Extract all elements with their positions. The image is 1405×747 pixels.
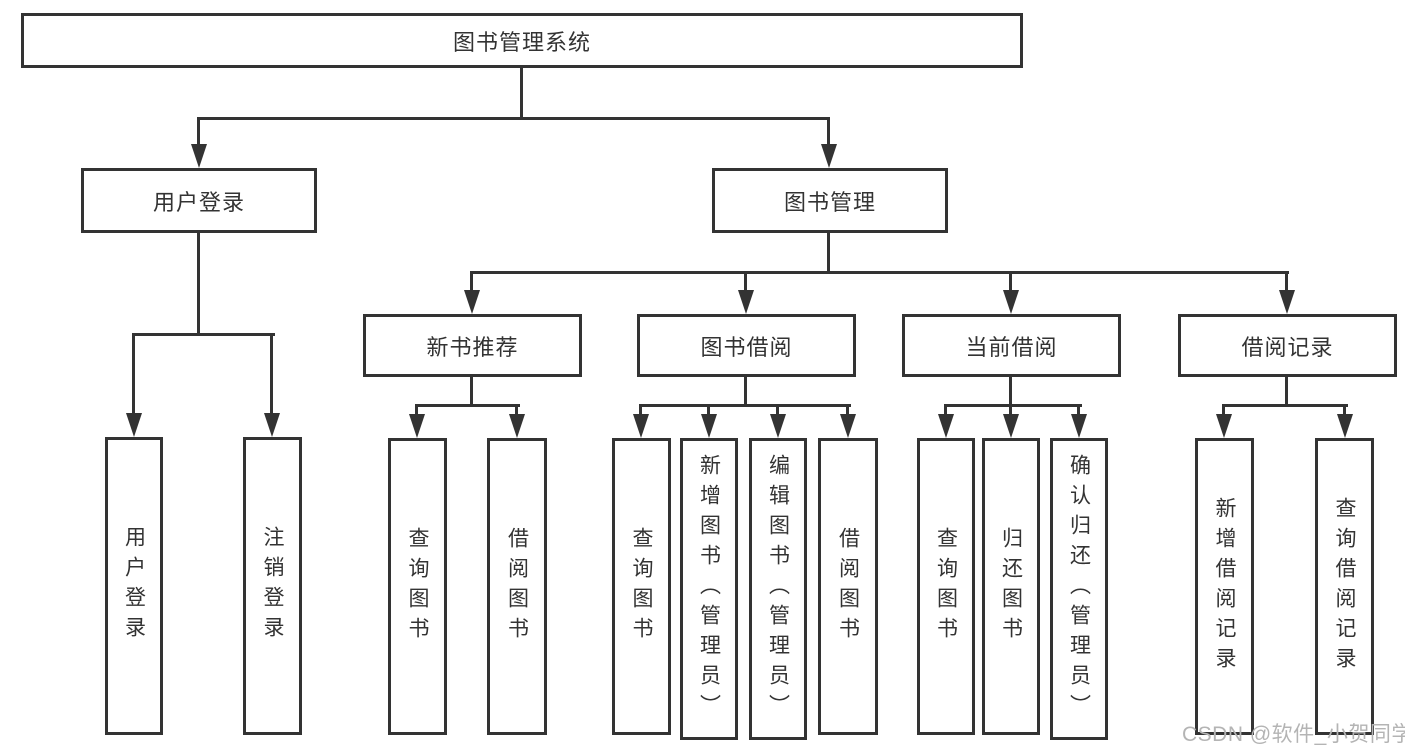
node-label: 借阅图书 (505, 526, 529, 647)
node-label: 借阅记录 (1241, 334, 1334, 360)
node-leaf-query-books-recommend: 查询图书 (388, 438, 447, 735)
node-label: 借阅图书 (836, 526, 860, 647)
connector-line (707, 404, 710, 417)
connector-line (197, 117, 200, 147)
connector-line (776, 404, 779, 417)
connector-line (827, 117, 830, 147)
node-leaf-query-borrow-record: 查询借阅记录 (1315, 438, 1374, 735)
arrow-down-icon (464, 290, 480, 314)
connector-line (1009, 271, 1012, 293)
connector-line (1009, 404, 1012, 417)
node-leaf-borrow-books-recommend: 借阅图书 (487, 438, 547, 735)
connector-line (132, 333, 275, 336)
connector-line (520, 68, 523, 120)
node-label: 当前借阅 (965, 334, 1058, 360)
connector-line (1343, 404, 1346, 417)
node-new-book-recommend: 新书推荐 (363, 314, 582, 377)
node-leaf-user-login: 用户登录 (105, 437, 163, 735)
node-label: 用户登录 (152, 189, 245, 215)
node-label: 查询图书 (406, 526, 429, 647)
node-leaf-query-books: 查询图书 (612, 438, 671, 735)
connector-line (744, 377, 747, 407)
node-leaf-add-books-admin: 新增图书（管理员） (680, 438, 738, 740)
arrow-down-icon (1071, 414, 1087, 438)
node-label: 查询图书 (934, 526, 958, 647)
arrow-down-icon (1279, 290, 1295, 314)
connector-line (415, 404, 520, 407)
connector-line (744, 271, 747, 293)
connector-line (470, 377, 473, 407)
arrow-down-icon (1003, 414, 1019, 438)
arrow-down-icon (701, 414, 717, 438)
node-user-login: 用户登录 (81, 168, 317, 233)
arrow-down-icon (1003, 290, 1019, 314)
connector-line (639, 404, 642, 417)
node-label: 查询借阅记录 (1333, 496, 1356, 677)
connector-line (639, 404, 851, 407)
connector-line (1077, 404, 1080, 417)
connector-line (132, 333, 135, 416)
node-leaf-logout: 注销登录 (243, 437, 302, 735)
arrow-down-icon (191, 144, 207, 168)
connector-line (515, 404, 518, 417)
node-leaf-add-borrow-record: 新增借阅记录 (1195, 438, 1254, 735)
node-borrow-records: 借阅记录 (1178, 314, 1397, 377)
node-book-borrowing: 图书借阅 (637, 314, 856, 377)
arrow-down-icon (770, 414, 786, 438)
node-label: 图书管理系统 (452, 29, 591, 55)
connector-line (415, 404, 418, 417)
arrow-down-icon (840, 414, 856, 438)
connector-line (1285, 377, 1288, 407)
arrow-down-icon (633, 414, 649, 438)
connector-line (197, 117, 830, 120)
node-label: 用户登录 (122, 526, 146, 646)
node-current-borrowing: 当前借阅 (902, 314, 1121, 377)
arrow-down-icon (264, 413, 280, 437)
node-label: 编辑图书（管理员） (766, 454, 790, 724)
node-leaf-query-books-current: 查询图书 (917, 438, 975, 735)
connector-line (1285, 271, 1288, 293)
node-leaf-return-books: 归还图书 (982, 438, 1040, 735)
connector-line (846, 404, 849, 417)
connector-line (1222, 404, 1225, 417)
connector-line (470, 271, 1289, 274)
node-label: 查询图书 (630, 526, 653, 647)
arrow-down-icon (126, 413, 142, 437)
node-label: 注销登录 (261, 526, 284, 646)
connector-line (944, 404, 1082, 407)
node-library-management-system: 图书管理系统 (21, 13, 1023, 68)
node-label: 图书借阅 (700, 334, 793, 360)
arrow-down-icon (938, 414, 954, 438)
node-label: 归还图书 (999, 526, 1023, 647)
connector-line (1009, 377, 1012, 407)
node-book-management: 图书管理 (712, 168, 948, 233)
connector-line (1222, 404, 1348, 407)
connector-line (944, 404, 947, 417)
arrow-down-icon (821, 144, 837, 168)
arrow-down-icon (738, 290, 754, 314)
arrow-down-icon (1216, 414, 1232, 438)
arrow-down-icon (1337, 414, 1353, 438)
connector-line (270, 333, 273, 416)
node-label: 新书推荐 (426, 334, 519, 360)
node-leaf-edit-books-admin: 编辑图书（管理员） (749, 438, 807, 740)
node-label: 确认归还（管理员） (1067, 454, 1091, 724)
node-leaf-borrow-books: 借阅图书 (818, 438, 878, 735)
node-label: 图书管理 (783, 189, 876, 215)
arrow-down-icon (409, 414, 425, 438)
connector-line (827, 233, 830, 274)
node-leaf-confirm-return-admin: 确认归还（管理员） (1050, 438, 1108, 740)
watermark: CSDN @软件_小贺同学 (1182, 723, 1405, 746)
connector-line (197, 233, 200, 336)
node-label: 新增图书（管理员） (697, 454, 721, 724)
arrow-down-icon (509, 414, 525, 438)
connector-line (470, 271, 473, 293)
node-label: 新增借阅记录 (1213, 496, 1236, 677)
